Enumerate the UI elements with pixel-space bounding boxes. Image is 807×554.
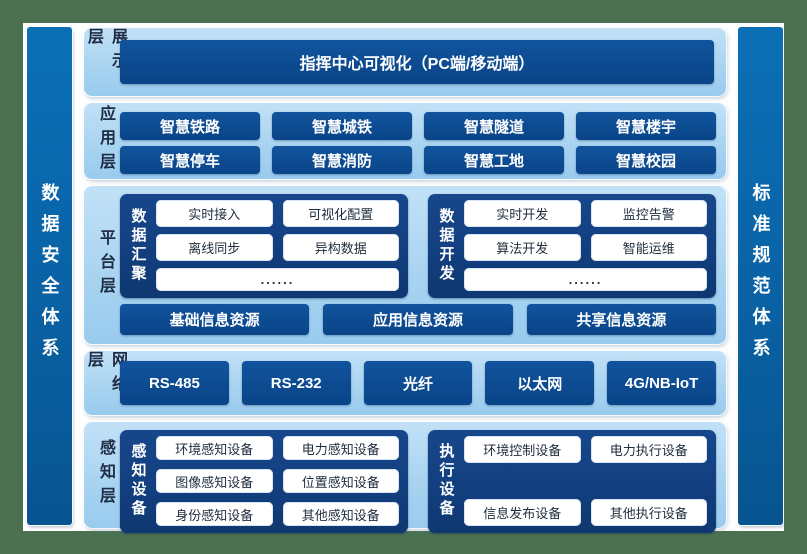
- layer-label-application: 应用层: [97, 105, 114, 177]
- resource-box: 共享信息资源: [526, 304, 716, 335]
- network-box: 光纤: [363, 361, 473, 405]
- platform-feature-box: 离线同步: [156, 234, 273, 261]
- layer-panel-network: 网络层 RS-485 RS-232 光纤 以太网 4G/NB-IoT: [84, 351, 726, 415]
- layer-label-platform: 平台层: [97, 229, 114, 301]
- sensing-device-box: 位置感知设备: [282, 469, 399, 493]
- standard-specification-system-bar: 标准规范体系: [738, 27, 783, 525]
- application-box: 智慧校园: [576, 146, 716, 174]
- perception-groups: 感知设备 环境感知设备 电力感知设备 图像感知设备 位置感知设备 身份感知设备 …: [120, 430, 716, 533]
- execution-device-box: 电力执行设备: [590, 436, 707, 463]
- command-center-visualization-box: 指挥中心可视化（PC端/移动端）: [120, 40, 714, 84]
- network-box: 以太网: [485, 361, 595, 405]
- information-resource-row: 基础信息资源 应用信息资源 共享信息资源: [120, 304, 716, 335]
- application-box: 智慧楼宇: [576, 112, 716, 140]
- sensing-device-box: 环境感知设备: [156, 436, 273, 460]
- layer-label-display: 展示层: [85, 28, 126, 76]
- application-box: 智慧铁路: [120, 112, 260, 140]
- execution-device-group: 执行设备 环境控制设备 电力执行设备 信息发布设备 其他执行设备: [428, 430, 716, 533]
- sensing-device-box: 电力感知设备: [282, 436, 399, 460]
- application-box-grid: 智慧铁路 智慧城铁 智慧隧道 智慧楼宇 智慧停车 智慧消防 智慧工地 智慧校园: [120, 112, 716, 174]
- execution-device-box: 环境控制设备: [464, 436, 581, 463]
- diagram-content-area: 数据安全体系 标准规范体系 展示层 指挥中心可视化（PC端/移动端） 应用层 智…: [23, 23, 784, 533]
- sensing-device-group-label: 感知设备: [129, 443, 147, 519]
- application-box: 智慧停车: [120, 146, 260, 174]
- platform-more-box: ......: [156, 268, 399, 291]
- application-row: 智慧铁路 智慧城铁 智慧隧道 智慧楼宇: [120, 112, 716, 140]
- platform-feature-box: 实时开发: [464, 200, 581, 227]
- application-box: 智慧城铁: [272, 112, 412, 140]
- data-security-system-label: 数据安全体系: [39, 183, 60, 369]
- execution-device-box: 其他执行设备: [590, 499, 707, 526]
- platform-feature-box: 智能运维: [590, 234, 707, 261]
- execution-device-group-label: 执行设备: [437, 443, 455, 519]
- resource-box: 应用信息资源: [323, 304, 513, 335]
- sensing-device-box: 图像感知设备: [156, 469, 273, 493]
- network-box: RS-485: [120, 361, 229, 405]
- sensing-device-box: 其他感知设备: [282, 502, 399, 526]
- application-box: 智慧隧道: [424, 112, 564, 140]
- platform-feature-box: 可视化配置: [282, 200, 399, 227]
- platform-feature-box: 监控告警: [590, 200, 707, 227]
- platform-feature-box: 算法开发: [464, 234, 581, 261]
- platform-more-box: ......: [464, 268, 707, 291]
- execution-device-box: 信息发布设备: [464, 499, 581, 526]
- platform-feature-box: 异构数据: [282, 234, 399, 261]
- data-development-group: 数据开发 实时开发 监控告警 算法开发 智能运维 ......: [428, 194, 716, 298]
- data-development-group-label: 数据开发: [437, 207, 455, 284]
- resource-box: 基础信息资源: [120, 304, 310, 335]
- application-box: 智慧工地: [424, 146, 564, 174]
- layer-panel-application: 应用层 智慧铁路 智慧城铁 智慧隧道 智慧楼宇 智慧停车 智慧消防 智慧工地 智…: [84, 103, 726, 179]
- layer-panel-display: 展示层 指挥中心可视化（PC端/移动端）: [84, 28, 726, 96]
- application-box: 智慧消防: [272, 146, 412, 174]
- layer-label-network: 网络层: [85, 351, 126, 399]
- data-aggregation-group-label: 数据汇聚: [129, 207, 147, 284]
- platform-groups: 数据汇聚 实时接入 可视化配置 离线同步 异构数据 ......: [120, 194, 716, 298]
- layer-panel-platform: 平台层 数据汇聚 实时接入 可视化配置 离线同步 异构数据 .: [84, 186, 726, 344]
- sensing-device-group: 感知设备 环境感知设备 电力感知设备 图像感知设备 位置感知设备 身份感知设备 …: [120, 430, 408, 533]
- data-aggregation-group: 数据汇聚 实时接入 可视化配置 离线同步 异构数据 ......: [120, 194, 408, 298]
- network-box-row: RS-485 RS-232 光纤 以太网 4G/NB-IoT: [120, 361, 716, 405]
- layer-panel-perception: 感知层 感知设备 环境感知设备 电力感知设备 图像感知设备 位置感知设备: [84, 422, 726, 533]
- network-box: RS-232: [241, 361, 351, 405]
- platform-feature-box: 实时接入: [156, 200, 273, 227]
- sensing-device-box: 身份感知设备: [156, 502, 273, 526]
- data-security-system-bar: 数据安全体系: [27, 27, 72, 525]
- layer-label-perception: 感知层: [97, 439, 114, 511]
- standard-specification-system-label: 标准规范体系: [750, 183, 771, 369]
- application-row: 智慧停车 智慧消防 智慧工地 智慧校园: [120, 146, 716, 174]
- network-box: 4G/NB-IoT: [607, 361, 716, 405]
